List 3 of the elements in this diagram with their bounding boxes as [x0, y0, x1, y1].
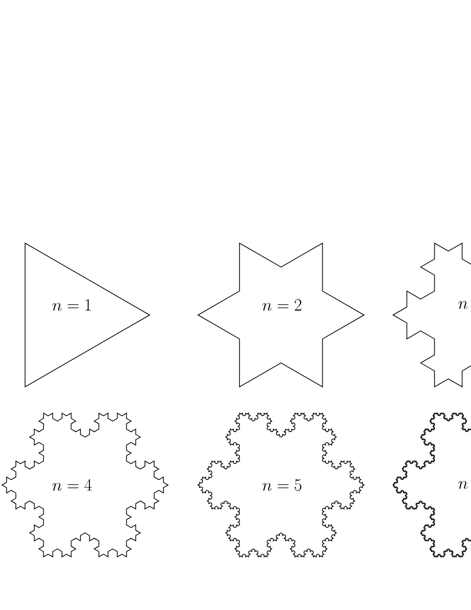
koch-snowflake: $n$: [392, 412, 471, 558]
koch-snowflake: $n = 5$: [198, 412, 364, 558]
koch-snowflake: $n$: [392, 242, 471, 388]
